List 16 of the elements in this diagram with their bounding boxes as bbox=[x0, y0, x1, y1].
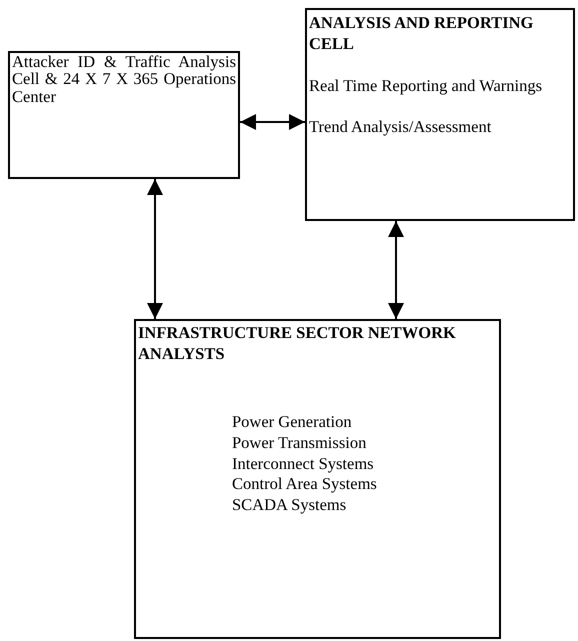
box-text: Trend Analysis/Assessment bbox=[309, 116, 492, 138]
box-text: Attacker ID & Traffic Analysis Cell & 24 X 7 X 365 Operations Center bbox=[12, 53, 236, 105]
box-heading: ANALYSIS AND REPORTING CELL bbox=[309, 12, 534, 55]
process-box bbox=[305, 8, 575, 221]
box-text: Power Generation bbox=[232, 412, 353, 433]
box-text: Control Area Systems bbox=[232, 474, 378, 495]
box-text: Real Time Reporting and Warnings bbox=[309, 74, 544, 96]
arrow bbox=[240, 114, 305, 130]
process-box bbox=[134, 319, 501, 639]
arrow bbox=[147, 179, 163, 319]
box-text: SCADA Systems bbox=[232, 494, 348, 516]
box-text: Interconnect Systems bbox=[232, 454, 375, 474]
arrow bbox=[388, 221, 404, 319]
process-box bbox=[8, 51, 240, 179]
box-heading: INFRASTRUCTURE SECTOR NETWORK ANALYSTS bbox=[138, 323, 457, 364]
box-text: Power Transmission bbox=[232, 432, 368, 454]
